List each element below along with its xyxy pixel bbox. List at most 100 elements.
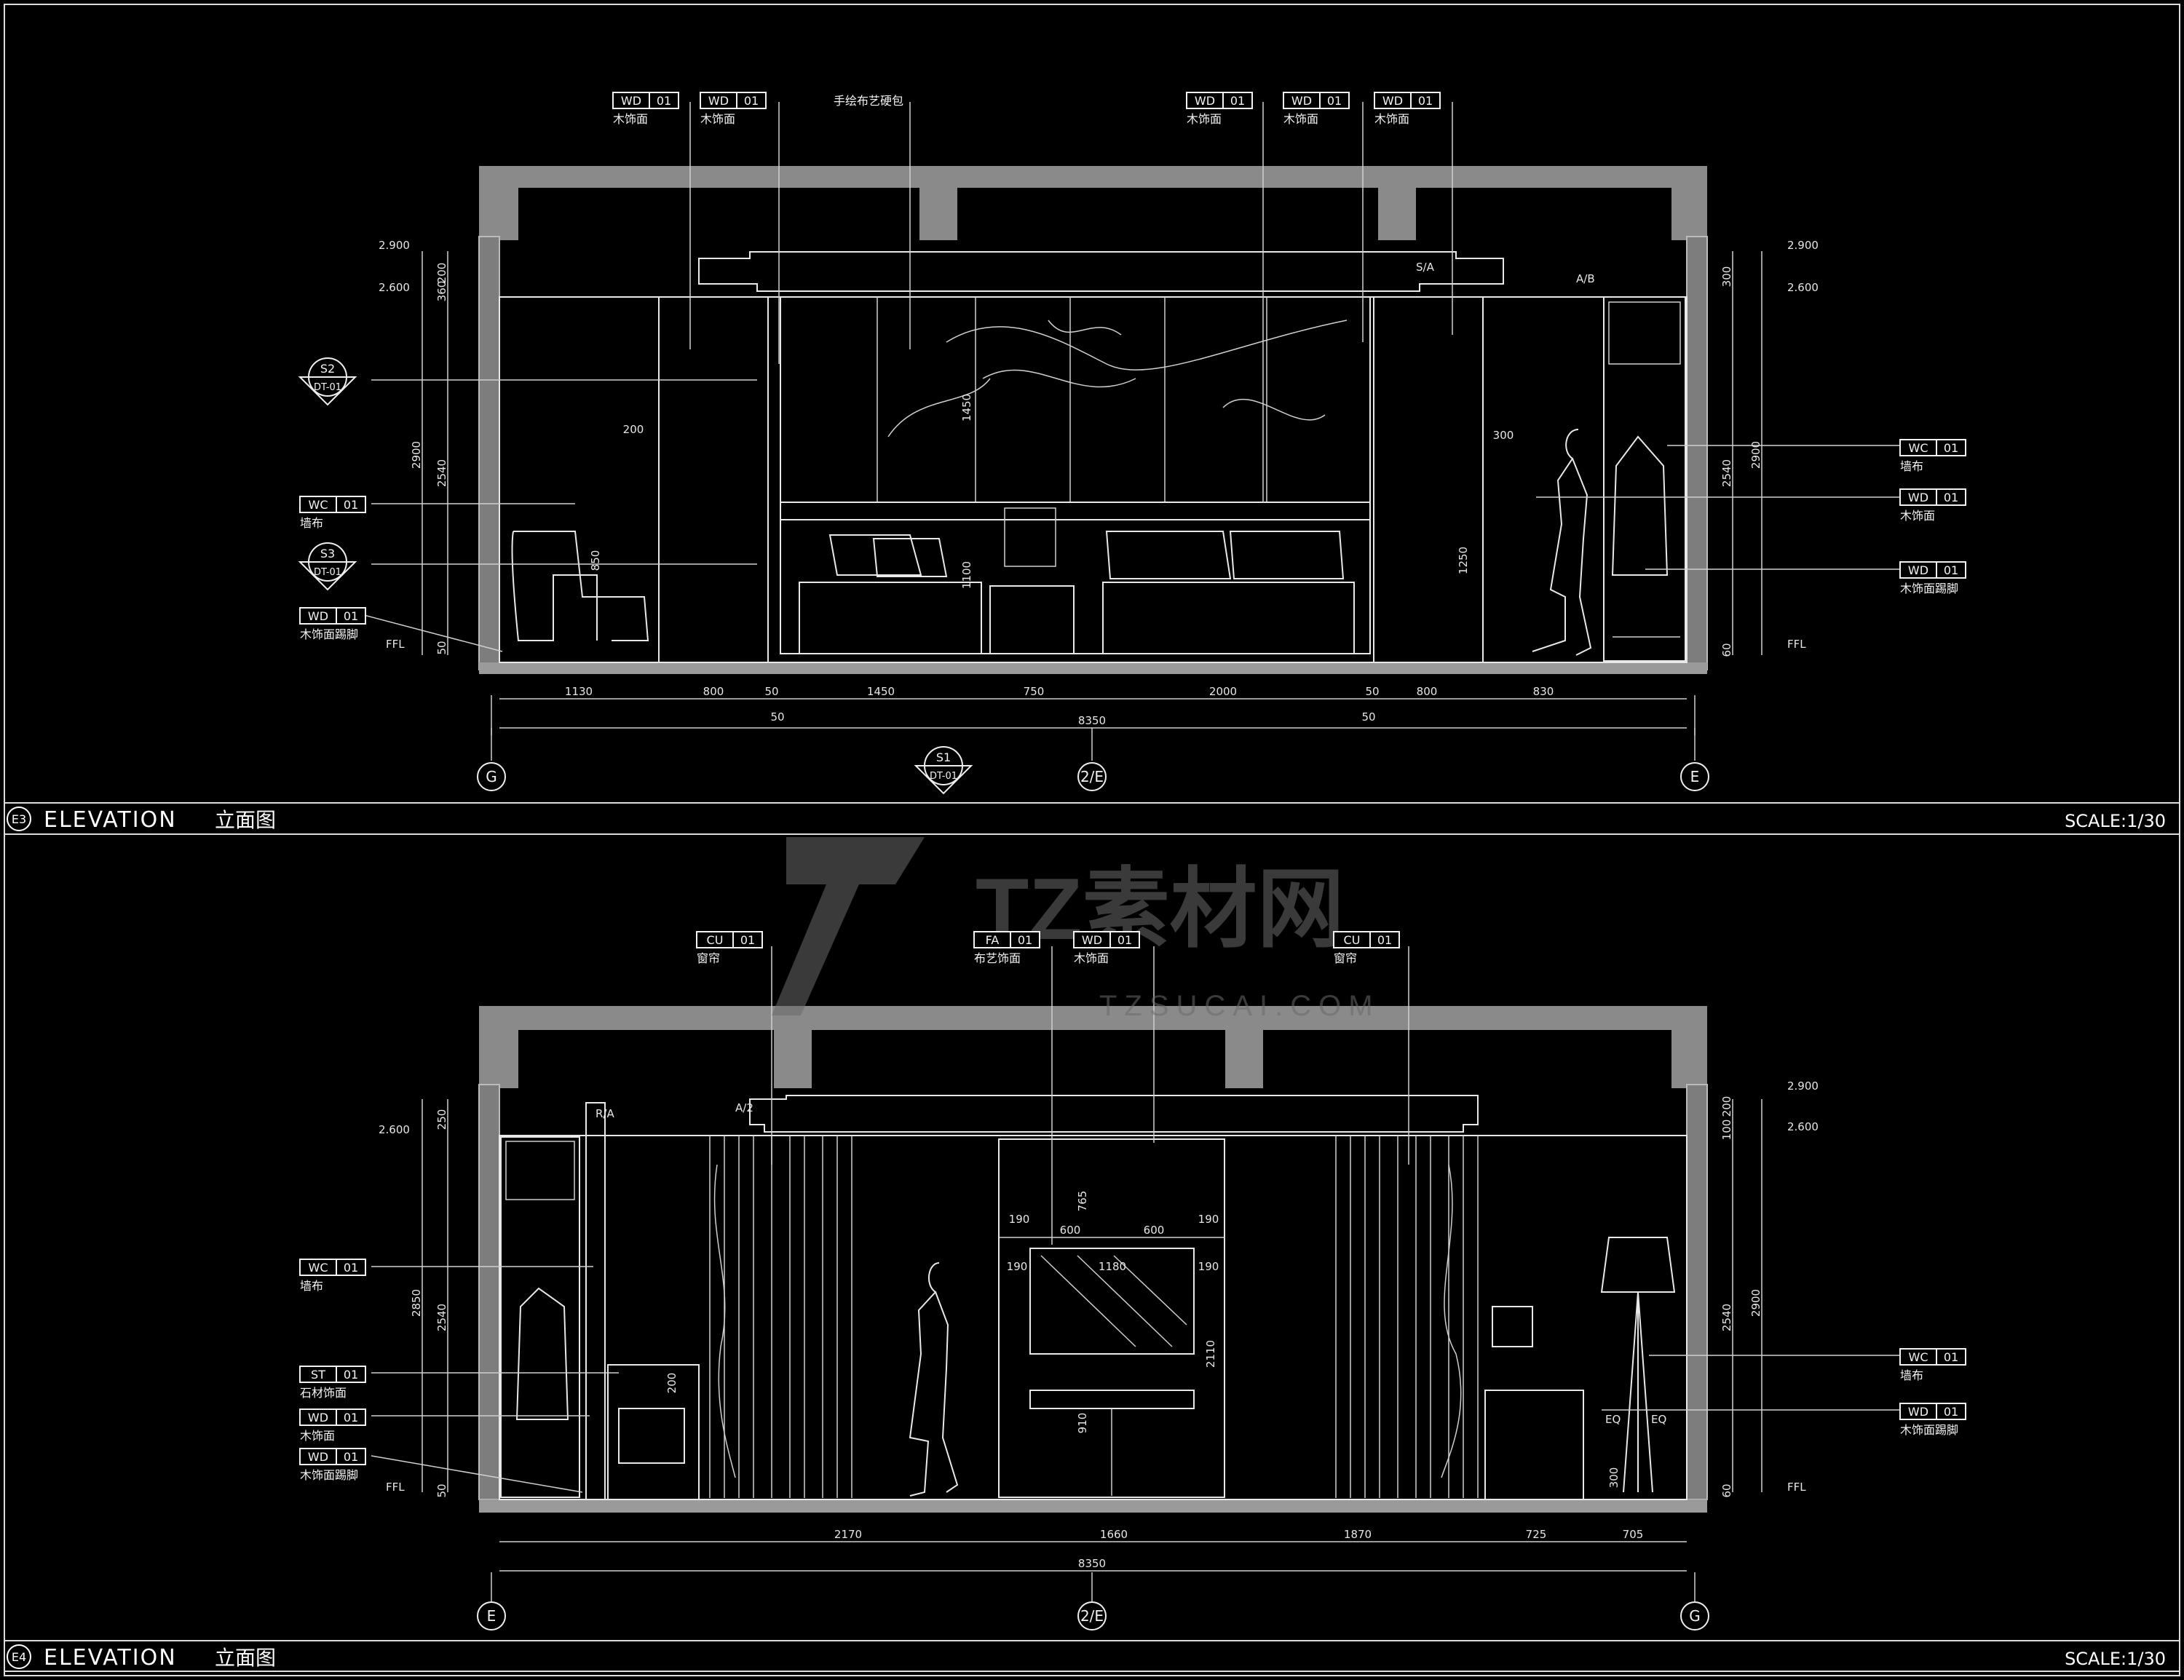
material-tag-code: CU xyxy=(707,933,724,947)
curtain-right xyxy=(1335,1136,1479,1498)
dim-total: 8350 xyxy=(1078,1557,1106,1570)
material-tag-num: 01 xyxy=(344,609,358,623)
material-tag-num: 01 xyxy=(1944,441,1958,455)
material-tag-num: 01 xyxy=(344,1368,358,1382)
misc-label: A/B xyxy=(1576,272,1595,285)
material-tag-desc: 木饰面踢脚 xyxy=(300,1468,358,1482)
grid-label: G xyxy=(1689,1607,1701,1625)
material-tag-num: 01 xyxy=(344,1261,358,1275)
material-tag-desc: 木饰面踢脚 xyxy=(1900,582,1958,595)
grid-label: E xyxy=(487,1607,496,1625)
material-tag-box xyxy=(299,1259,366,1276)
dim-text: 800 xyxy=(703,685,724,698)
level-mark: FFL xyxy=(386,638,405,651)
height-dim: 910 xyxy=(1076,1413,1089,1434)
dim-text: 1870 xyxy=(1344,1528,1372,1541)
dim-text: 190 xyxy=(1198,1260,1219,1273)
ceiling-slab xyxy=(479,166,1707,240)
view-code: E3 xyxy=(12,812,26,826)
material-tag-desc: 窗帘 xyxy=(1334,951,1357,965)
material-tag-desc: 木饰面 xyxy=(300,1429,335,1443)
grid-label: G xyxy=(486,768,497,785)
human-figure-e4 xyxy=(909,1262,959,1497)
height-dim: 1450 xyxy=(960,394,973,421)
view-scale: SCALE:1/30 xyxy=(2065,811,2166,831)
top-note: 手绘布艺硬包 xyxy=(834,94,903,108)
section-id: S3 xyxy=(320,547,335,560)
misc-label: R/A xyxy=(596,1107,614,1120)
watermark-url: TZSUCAI.COM xyxy=(1099,990,1380,1022)
material-tag-box xyxy=(299,607,366,625)
height-dim: 200 xyxy=(665,1373,678,1394)
material-tag-code: FA xyxy=(986,933,1000,947)
material-tag-num: 01 xyxy=(1944,491,1958,504)
dim-text: 50 xyxy=(764,685,778,698)
material-tag-desc: 墙布 xyxy=(300,1279,323,1293)
dim-text: 2170 xyxy=(834,1528,862,1541)
section-ref: DT-01 xyxy=(314,567,341,578)
wardrobe-door-left xyxy=(658,296,769,663)
view-title-cn: 立面图 xyxy=(215,1646,276,1670)
dim-text: 600 xyxy=(1144,1224,1165,1237)
material-tag-box xyxy=(1899,1403,1966,1420)
ceiling-slab-e4 xyxy=(479,1006,1707,1088)
level-mark: FFL xyxy=(1787,1481,1806,1494)
dim-text: 190 xyxy=(1009,1213,1030,1226)
height-dim: 2900 xyxy=(1749,441,1762,469)
material-tag-desc: 木饰面 xyxy=(1283,112,1318,126)
material-tag-num: 01 xyxy=(1117,933,1132,947)
material-tag-code: WD xyxy=(621,94,641,108)
dim-text: 1660 xyxy=(1100,1528,1128,1541)
material-tag-num: 01 xyxy=(740,933,755,947)
material-tag-num: 01 xyxy=(1327,94,1342,108)
tv-screen xyxy=(1029,1248,1195,1355)
misc-label: EQ xyxy=(1651,1413,1666,1426)
material-tag-code: WD xyxy=(308,1450,328,1464)
level-mark: 2.600 xyxy=(379,1123,410,1136)
material-tag-box xyxy=(1186,92,1253,109)
misc-label: S/A xyxy=(1416,261,1435,274)
section-ref: DT-01 xyxy=(930,771,957,782)
dim-text: 50 xyxy=(770,710,784,724)
height-dim: 2110 xyxy=(1204,1340,1217,1368)
wall-left xyxy=(478,236,500,670)
watermark: TZ素材网 TZSUCAI.COM xyxy=(772,837,1380,1022)
height-dim: 50 xyxy=(435,641,448,654)
material-tag-box xyxy=(299,496,366,513)
height-dim: 300 xyxy=(1607,1467,1621,1489)
material-tag-code: WD xyxy=(308,609,328,623)
dim-text: 800 xyxy=(1417,685,1438,698)
section-id: S1 xyxy=(936,750,951,764)
material-tag-code: WC xyxy=(1909,441,1928,455)
material-tag-desc: 布艺饰面 xyxy=(974,951,1021,965)
material-tag-desc: 墙布 xyxy=(1900,1368,1923,1382)
view-code-circle xyxy=(7,1644,31,1669)
height-dim: 60 xyxy=(1720,643,1733,657)
material-tag-num: 01 xyxy=(1230,94,1245,108)
elevation-e3 xyxy=(363,102,1900,761)
material-tag-num: 01 xyxy=(1018,933,1032,947)
material-tag-box xyxy=(1333,931,1400,948)
dim-text: 830 xyxy=(1533,685,1554,698)
dim-total: 8350 xyxy=(1078,714,1106,727)
dim-text: 190 xyxy=(1007,1260,1028,1273)
level-mark: 2.900 xyxy=(1787,1079,1819,1093)
misc-label: A/2 xyxy=(735,1101,753,1114)
view-title-en: ELEVATION xyxy=(44,807,177,833)
dim-text: 190 xyxy=(1198,1213,1219,1226)
misc-label: EQ xyxy=(1605,1413,1621,1426)
level-mark: 2.900 xyxy=(379,239,410,252)
level-mark: FFL xyxy=(386,1481,405,1494)
material-tag-num: 01 xyxy=(1944,1405,1958,1419)
grid-label: E xyxy=(1690,768,1700,785)
dim-text: 725 xyxy=(1526,1528,1547,1541)
height-dim: 360 xyxy=(435,281,448,302)
floor-lamp xyxy=(1600,1237,1676,1293)
dim-text: 600 xyxy=(1060,1224,1081,1237)
grid-bubble xyxy=(1680,1601,1709,1631)
dim-text: 300 xyxy=(1493,429,1514,442)
material-tag-code: WD xyxy=(1082,933,1102,947)
height-dim: 2850 xyxy=(410,1289,423,1317)
